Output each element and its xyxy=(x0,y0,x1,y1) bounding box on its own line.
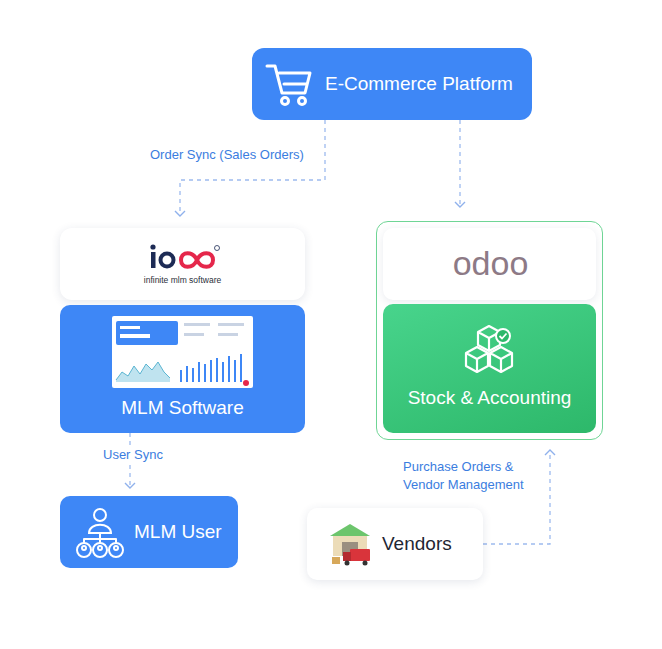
dashboard-screenshot-part xyxy=(112,316,253,388)
node-label: E-Commerce Platform xyxy=(325,73,513,96)
dashed-connector xyxy=(455,120,465,207)
dashboard-screenshot-part xyxy=(120,326,140,329)
dashboard-screenshot-part-part xyxy=(192,368,194,382)
connector-line xyxy=(180,120,325,216)
user-network-icon-part xyxy=(89,525,111,533)
logo-card: infinite mlm software xyxy=(60,228,305,300)
brand-logo-part xyxy=(161,254,174,267)
user-box: MLM User xyxy=(60,496,238,568)
dashboard-screenshot-part xyxy=(218,333,238,336)
edge-label: Purchase Orders & Vendor Management xyxy=(400,458,546,494)
brand-logo-part xyxy=(215,246,220,251)
dashboard-screenshot-part-part xyxy=(180,370,182,382)
dashboard-screenshot-part xyxy=(218,323,244,326)
dashboard-screenshot-part-part xyxy=(240,354,242,382)
cart-icon-part xyxy=(299,98,306,105)
user-network-icon-part xyxy=(84,533,116,542)
arrow-head xyxy=(455,202,465,207)
brand-logo xyxy=(150,244,219,268)
dashboard-screenshot-part-part xyxy=(186,366,188,382)
node-label: odoo xyxy=(453,243,529,284)
stock-accounting-box: Stock & Accounting xyxy=(383,304,596,433)
edge-label: Order Sync (Sales Orders) xyxy=(147,146,307,164)
user-network-icon-part xyxy=(82,546,86,550)
warehouse-icon-part xyxy=(345,561,350,566)
arrow-head xyxy=(545,450,555,455)
dashboard-screenshot-part xyxy=(243,380,249,386)
boxes-icon xyxy=(466,326,512,372)
user-network-icon-part xyxy=(114,546,118,550)
software-box: MLM Software xyxy=(60,305,305,433)
dashboard-screenshot-part-part xyxy=(228,356,230,382)
edge-label: User Sync xyxy=(100,446,166,464)
node-label: MLM User xyxy=(134,521,222,544)
warehouse-icon-part xyxy=(343,552,351,561)
dashboard-screenshot-part xyxy=(184,323,210,326)
dashboard-screenshot-part-part xyxy=(216,358,218,382)
dashboard-screenshot-part-part xyxy=(198,362,200,382)
cart-icon-part xyxy=(267,66,310,93)
boxes-icon-part xyxy=(490,347,512,372)
warehouse-icon-part xyxy=(330,524,370,536)
brand-logo-part xyxy=(150,244,155,249)
warehouse-icon-part xyxy=(350,549,370,561)
dashboard-screenshot-part-part xyxy=(234,360,236,382)
dashed-connector xyxy=(175,120,325,216)
brand-logo-part xyxy=(181,253,213,267)
node-label: MLM Software xyxy=(121,397,243,420)
arrow-head xyxy=(175,211,185,216)
boxes-icon-part xyxy=(496,329,510,343)
boxes-icon-part xyxy=(466,347,488,372)
arrow-head xyxy=(125,483,135,488)
user-network-icon-part xyxy=(98,546,102,550)
node-label: Stock & Accounting xyxy=(408,387,572,410)
connector-line xyxy=(459,120,460,207)
dashboard-screenshot-part xyxy=(116,362,170,380)
boxes-icon-part xyxy=(478,326,500,351)
brand-logo-part xyxy=(151,252,156,268)
warehouse-icon-part xyxy=(333,536,367,556)
cart-icon-part xyxy=(282,98,289,105)
dashboard-screenshot-part-part xyxy=(210,360,212,382)
dashboard-screenshot-part xyxy=(180,354,242,382)
user-network-icon-part xyxy=(93,543,107,557)
user-network-icon xyxy=(77,509,123,557)
boxes-icon-part xyxy=(500,334,507,339)
warehouse-icon-part xyxy=(363,561,368,566)
warehouse-icon xyxy=(330,524,370,566)
dashboard-screenshot-part xyxy=(116,321,178,345)
user-network-icon-part xyxy=(109,543,123,557)
node-label: Vendors xyxy=(382,533,452,556)
odoo-frame: odooStock & Accounting xyxy=(376,221,603,440)
dashboard-screenshot-part-part xyxy=(204,364,206,382)
vendor-box: Vendors xyxy=(307,508,483,580)
cart-icon-part xyxy=(284,83,306,86)
platform-box: E-Commerce Platform xyxy=(252,48,532,120)
node-label: infinite mlm software xyxy=(144,275,221,285)
dashboard-screenshot-part xyxy=(184,333,204,336)
warehouse-icon-part xyxy=(342,542,358,556)
dashboard-screenshot-part xyxy=(116,362,170,382)
dashboard-screenshot-part xyxy=(120,334,150,338)
warehouse-icon-part xyxy=(332,557,340,564)
user-network-icon-part xyxy=(94,509,106,521)
dashboard-screenshot xyxy=(112,316,253,388)
dashboard-screenshot-part-part xyxy=(222,362,224,382)
user-network-icon-part xyxy=(77,543,91,557)
cart-icon xyxy=(267,66,310,105)
